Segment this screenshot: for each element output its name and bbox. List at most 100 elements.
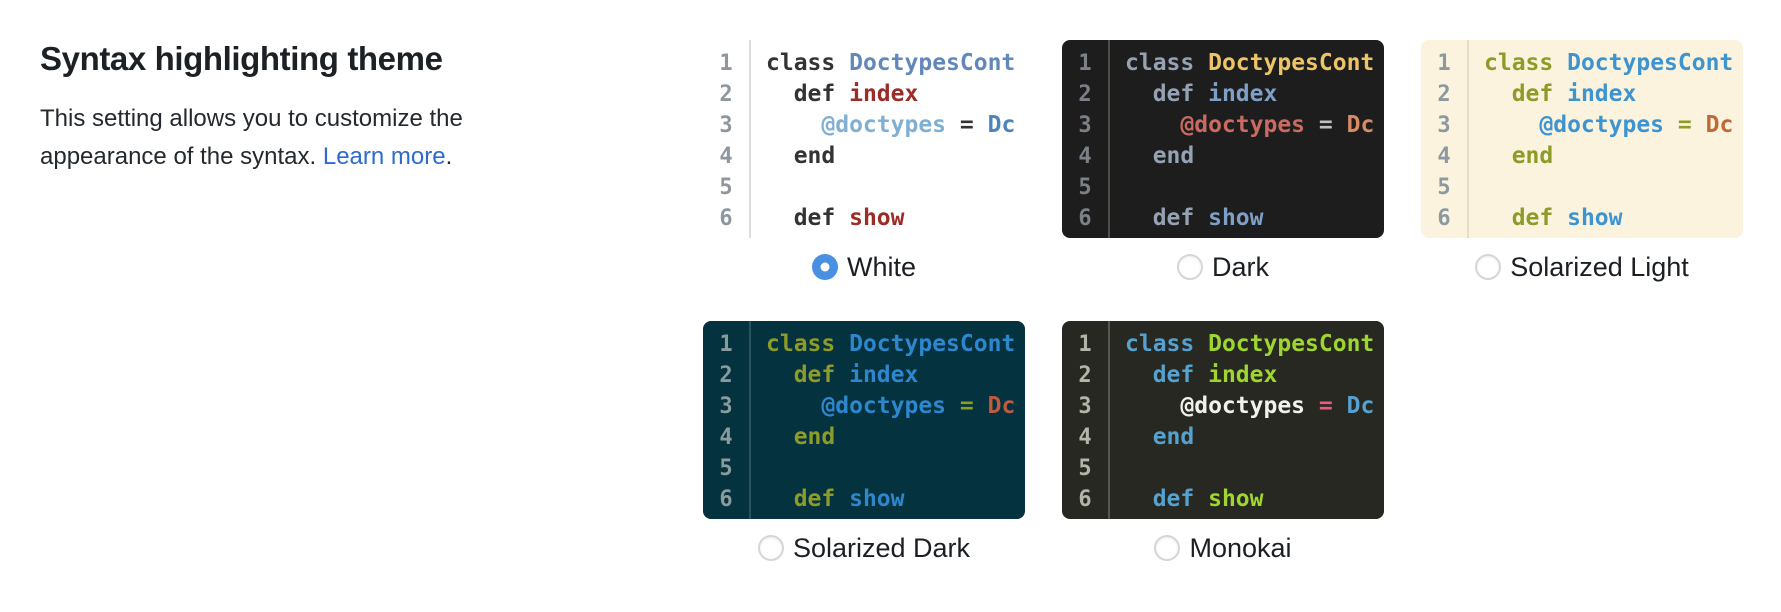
theme-radio-label: White (846, 251, 917, 282)
line-number: 1 (1437, 51, 1451, 76)
line-number: 4 (1437, 144, 1451, 169)
line-number: 2 (719, 363, 733, 388)
theme-preview-image-solarized-dark: 1 2 3 4 5 6 class DoctypesCont def index @doct… (703, 321, 1025, 519)
line-number: 5 (1437, 175, 1451, 200)
code-line: class DoctypesCont (1125, 50, 1375, 76)
line-number: 2 (1078, 363, 1092, 388)
line-number: 3 (1078, 113, 1092, 138)
code-sample: class DoctypesCont def index @doctypes =… (751, 40, 1025, 238)
line-number: 2 (1078, 82, 1092, 107)
theme-preview-image-solarized-light: 1 2 3 4 5 6 class DoctypesCont def index @doct… (1421, 40, 1743, 238)
line-number: 1 (719, 51, 733, 76)
code-line: def index (793, 81, 919, 107)
theme-card-solarized-dark: 1 2 3 4 5 6 class DoctypesCont def index @doct… (703, 321, 1025, 564)
theme-radio-label: Monokai (1189, 532, 1292, 563)
code-line (1484, 172, 1743, 203)
code-line: def index (1152, 362, 1278, 388)
line-number: 1 (719, 332, 733, 357)
description-text: This setting allows you to customize the… (40, 105, 463, 170)
line-number: 4 (1078, 144, 1092, 169)
section-description: This setting allows you to customize the… (40, 100, 550, 176)
line-number: 6 (1078, 206, 1092, 231)
code-line: def index (1152, 81, 1278, 107)
line-number: 3 (719, 113, 733, 138)
theme-options-grid: 1 2 3 4 5 6 class DoctypesCont def index @doct… (703, 40, 1743, 564)
theme-radio-monokai[interactable] (1154, 535, 1181, 561)
theme-option-monokai[interactable]: Monokai (1062, 532, 1384, 564)
line-number: 2 (1437, 82, 1451, 107)
line-number-gutter: 1 2 3 4 5 6 (703, 40, 751, 238)
description-suffix: . (445, 143, 453, 170)
code-line: end (1511, 143, 1554, 169)
code-line: def show (1152, 205, 1264, 231)
code-line: def index (1511, 81, 1637, 107)
theme-option-solarized-dark[interactable]: Solarized Dark (703, 532, 1025, 564)
code-line: @doctypes = Dc (1539, 112, 1734, 138)
line-number-gutter: 1 2 3 4 5 6 (1062, 321, 1110, 519)
line-number: 5 (719, 175, 733, 200)
code-line: end (793, 143, 836, 169)
code-line: class DoctypesCont (1484, 50, 1734, 76)
theme-radio-dark[interactable] (1176, 254, 1203, 280)
theme-radio-label: Solarized Light (1510, 251, 1689, 282)
line-number-gutter: 1 2 3 4 5 6 (703, 321, 751, 519)
theme-option-dark[interactable]: Dark (1062, 251, 1384, 283)
code-line: end (793, 424, 836, 450)
line-number: 1 (1078, 51, 1092, 76)
settings-description-column: Syntax highlighting theme This setting a… (40, 40, 703, 564)
line-number: 5 (1078, 456, 1092, 481)
code-line: def show (1511, 205, 1623, 231)
theme-radio-label: Dark (1211, 251, 1269, 282)
syntax-theme-settings-section: Syntax highlighting theme This setting a… (0, 0, 1781, 564)
theme-card-solarized-light: 1 2 3 4 5 6 class DoctypesCont def index @doct… (1421, 40, 1743, 283)
line-number: 6 (1078, 487, 1092, 512)
code-line: def index (793, 362, 919, 388)
code-sample: class DoctypesCont def index @doctypes =… (1110, 321, 1384, 519)
code-line: @doctypes = Dc (1180, 112, 1375, 138)
line-number: 6 (719, 206, 733, 231)
line-number: 3 (1437, 113, 1451, 138)
theme-radio-label: Solarized Dark (792, 532, 971, 563)
code-line (766, 453, 1025, 484)
code-line: @doctypes = Dc (1180, 393, 1375, 419)
code-line: end (1152, 143, 1195, 169)
code-line: class DoctypesCont (766, 50, 1016, 76)
theme-option-solarized-light[interactable]: Solarized Light (1421, 251, 1743, 283)
theme-preview-image-white: 1 2 3 4 5 6 class DoctypesCont def index @doct… (703, 40, 1025, 238)
code-line (766, 172, 1025, 203)
code-line: def show (1152, 486, 1264, 512)
theme-radio-solarized-light[interactable] (1475, 254, 1502, 280)
line-number: 5 (1078, 175, 1092, 200)
line-number: 4 (719, 144, 733, 169)
learn-more-link[interactable]: Learn more (322, 143, 446, 170)
line-number: 3 (1078, 394, 1092, 419)
line-number: 4 (1078, 425, 1092, 450)
line-number-gutter: 1 2 3 4 5 6 (1421, 40, 1469, 238)
line-number: 4 (719, 425, 733, 450)
theme-preview-image-dark: 1 2 3 4 5 6 class DoctypesCont def index @doct… (1062, 40, 1384, 238)
code-sample: class DoctypesCont def index @doctypes =… (1110, 40, 1384, 238)
line-number: 2 (719, 82, 733, 107)
line-number: 3 (719, 394, 733, 419)
theme-radio-solarized-dark[interactable] (757, 535, 784, 561)
code-line: class DoctypesCont (1125, 331, 1375, 357)
code-line: def show (793, 205, 905, 231)
code-sample: class DoctypesCont def index @doctypes =… (1469, 40, 1743, 238)
theme-card-white: 1 2 3 4 5 6 class DoctypesCont def index @doct… (703, 40, 1025, 283)
line-number: 6 (1437, 206, 1451, 231)
line-number-gutter: 1 2 3 4 5 6 (1062, 40, 1110, 238)
page-title: Syntax highlighting theme (40, 40, 443, 77)
code-line: def show (793, 486, 905, 512)
line-number: 6 (719, 487, 733, 512)
code-line (1125, 172, 1384, 203)
code-line: @doctypes = Dc (821, 393, 1016, 419)
code-sample: class DoctypesCont def index @doctypes =… (751, 321, 1025, 519)
theme-card-monokai: 1 2 3 4 5 6 class DoctypesCont def index @doct… (1062, 321, 1384, 564)
code-line: class DoctypesCont (766, 331, 1016, 357)
theme-option-white[interactable]: White (703, 251, 1025, 283)
line-number: 1 (1078, 332, 1092, 357)
theme-radio-white[interactable] (811, 254, 838, 280)
theme-card-dark: 1 2 3 4 5 6 class DoctypesCont def index @doct… (1062, 40, 1384, 283)
line-number: 5 (719, 456, 733, 481)
code-line: end (1152, 424, 1195, 450)
